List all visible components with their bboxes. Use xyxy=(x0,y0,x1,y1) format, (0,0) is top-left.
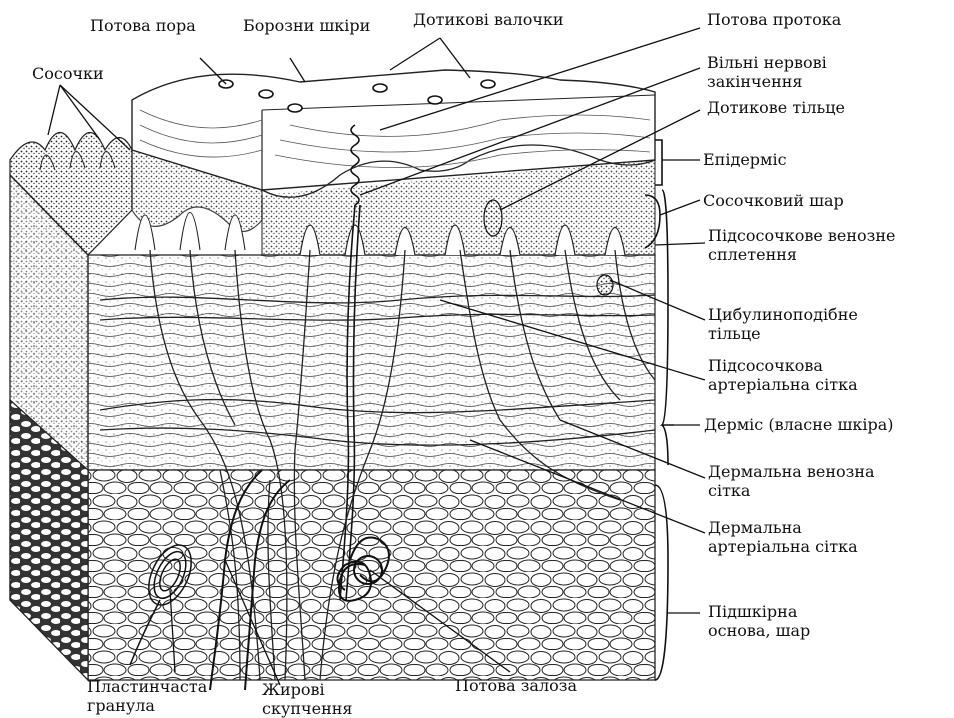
label-bulbous-corpuscle-line1: Цибулиноподібне xyxy=(708,305,858,324)
label-fat-clusters: Жирові скупчення xyxy=(262,680,353,718)
label-lamellar-granule-line1: Пластинчаста xyxy=(87,677,207,696)
label-dermal-arterial-net: Дермальна артеріальна сітка xyxy=(708,518,858,556)
label-papillae: Сосочки xyxy=(32,64,104,83)
label-dermal-venous-net: Дермальна венозна сітка xyxy=(708,462,875,500)
label-tactile-ridges: Дотикові валочки xyxy=(413,10,564,29)
label-free-nerve-endings-line1: Вільні нервові xyxy=(707,53,827,72)
label-sweat-pore: Потова пора xyxy=(90,16,196,35)
label-free-nerve-endings: Вільні нервові закінчення xyxy=(707,53,827,91)
label-subcutaneous-layer-line2: основа, шар xyxy=(708,621,810,640)
label-dermal-arterial-net-line2: артеріальна сітка xyxy=(708,537,858,556)
label-subpapillary-venous-plexus-line2: сплетення xyxy=(708,245,896,264)
dermis-front-face xyxy=(88,255,655,470)
label-epidermis: Епідерміс xyxy=(703,150,787,169)
epidermis-block xyxy=(132,70,655,255)
label-fat-clusters-line2: скупчення xyxy=(262,699,353,718)
label-subpapillary-arterial-net: Підсосочкова артеріальна сітка xyxy=(708,356,858,394)
label-dermis: Дерміс (власне шкіра) xyxy=(704,415,893,434)
label-lamellar-granule: Пластинчаста гранула xyxy=(87,677,207,715)
label-dermal-arterial-net-line1: Дермальна xyxy=(708,518,858,537)
label-sweat-duct: Потова протока xyxy=(707,10,841,29)
label-lamellar-granule-line2: гранула xyxy=(87,696,207,715)
label-free-nerve-endings-line2: закінчення xyxy=(707,72,827,91)
label-bulbous-corpuscle-line2: тільце xyxy=(708,324,858,343)
label-bulbous-corpuscle: Цибулиноподібне тільце xyxy=(708,305,858,343)
left-side-face xyxy=(10,175,88,680)
label-subcutaneous-layer-line1: Підшкірна xyxy=(708,602,810,621)
label-fat-clusters-line1: Жирові xyxy=(262,680,353,699)
label-dermal-venous-net-line2: сітка xyxy=(708,481,875,500)
label-tactile-corpuscle: Дотикове тільце xyxy=(707,98,845,117)
label-skin-furrows: Борозни шкіри xyxy=(243,16,370,35)
label-sweat-gland: Потова залоза xyxy=(455,676,577,695)
label-subcutaneous-layer: Підшкірна основа, шар xyxy=(708,602,810,640)
label-subpapillary-venous-plexus: Підсосочкове венозне сплетення xyxy=(708,226,896,264)
label-papillary-layer: Сосочковий шар xyxy=(703,191,844,210)
label-subpapillary-arterial-net-line1: Підсосочкова xyxy=(708,356,858,375)
label-dermal-venous-net-line1: Дермальна венозна xyxy=(708,462,875,481)
label-subpapillary-arterial-net-line2: артеріальна сітка xyxy=(708,375,858,394)
label-subpapillary-venous-plexus-line1: Підсосочкове венозне xyxy=(708,226,896,245)
